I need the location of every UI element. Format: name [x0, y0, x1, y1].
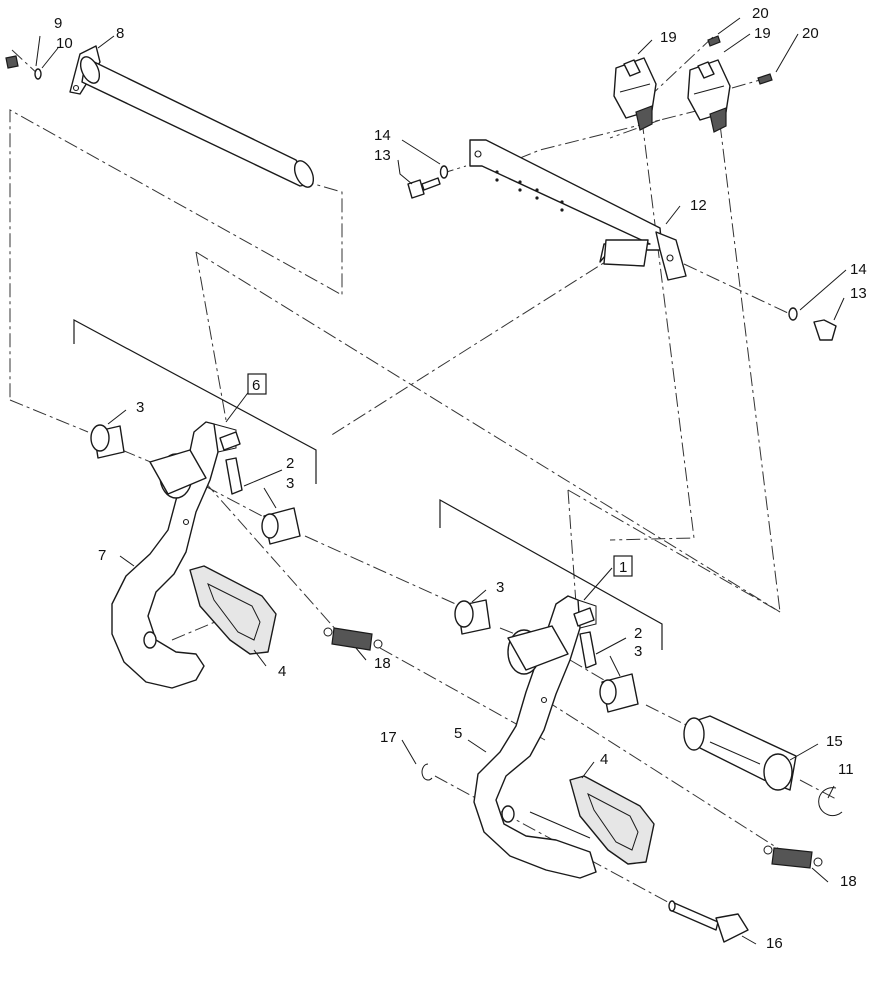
switch-part-19-right: [687, 59, 731, 133]
callout-3-d: 3: [634, 643, 642, 660]
callout-14-right: 14: [850, 261, 867, 278]
assembly-centerlines: [9, 35, 839, 907]
leader-lines: [35, 17, 847, 945]
pad-part-4-b: [569, 775, 655, 865]
bushing-part-3-a: [90, 424, 125, 459]
callout-2-b: 2: [634, 625, 642, 642]
washer-part-14-right: [788, 307, 798, 321]
pedal-part-7: [111, 421, 237, 689]
switch-part-19-left: [613, 57, 657, 131]
assembly-bracket-left: [73, 318, 317, 484]
callout-box-6: [247, 373, 267, 395]
callout-20-right: 20: [802, 25, 819, 42]
callout-3-b: 3: [286, 475, 294, 492]
callout-17: 17: [380, 729, 397, 746]
screw-part-13-right: [813, 319, 837, 341]
callout-1: 1: [619, 559, 627, 576]
callout-3-a: 3: [136, 399, 144, 416]
callout-18-b: 18: [840, 873, 857, 890]
callout-5: 5: [454, 725, 462, 742]
spring-part-18-a: [323, 627, 383, 651]
pedal-part-5: [473, 595, 597, 879]
screw-part-20-top: [707, 35, 721, 47]
callout-4-b: 4: [600, 751, 608, 768]
assembly-bracket-right: [439, 498, 663, 650]
spring-part-18-b: [763, 845, 823, 869]
bushing-part-3-b: [261, 507, 301, 545]
callout-6: 6: [252, 377, 260, 394]
callout-15: 15: [826, 733, 843, 750]
clip-part-11: [818, 787, 843, 817]
shaft-part-8: [69, 45, 315, 188]
pad-part-4-a: [189, 565, 277, 655]
callout-4-a: 4: [278, 663, 286, 680]
callout-19-right: 19: [754, 25, 771, 42]
callout-11: 11: [838, 761, 854, 778]
callout-19-left: 19: [660, 29, 677, 46]
pin-part-16: [668, 900, 749, 943]
callout-10: 10: [56, 35, 73, 52]
bushing-part-3-c: [454, 599, 491, 635]
screw-part-2-b: [573, 607, 597, 669]
switch-bracket-part-12: [469, 139, 687, 281]
screw-part-2-a: [219, 431, 243, 495]
callout-20-top: 20: [752, 5, 769, 22]
callout-labels: 9 10 8 20 19 19 20 14 13 12 14 13 6 3 2 …: [54, 5, 867, 952]
callout-12: 12: [690, 197, 707, 214]
callout-9: 9: [54, 15, 62, 32]
pin-part-15: [683, 715, 797, 791]
callout-14-top: 14: [374, 127, 391, 144]
callout-18-a: 18: [374, 655, 391, 672]
screw-part-20-right: [757, 73, 773, 85]
washer-part-10: [34, 68, 42, 80]
callout-2-a: 2: [286, 455, 294, 472]
callout-3-c: 3: [496, 579, 504, 596]
callout-16: 16: [766, 935, 783, 952]
screw-part-13-top: [407, 177, 441, 199]
callout-13-top: 13: [374, 147, 391, 164]
callout-7: 7: [98, 547, 106, 564]
callout-13-right: 13: [850, 285, 867, 302]
callout-8: 8: [116, 25, 124, 42]
bushing-part-3-d: [599, 673, 639, 713]
washer-part-14-top: [439, 165, 449, 179]
clip-part-17: [421, 763, 433, 781]
bolt-part-9: [5, 55, 19, 69]
callout-box-1: [613, 555, 633, 577]
